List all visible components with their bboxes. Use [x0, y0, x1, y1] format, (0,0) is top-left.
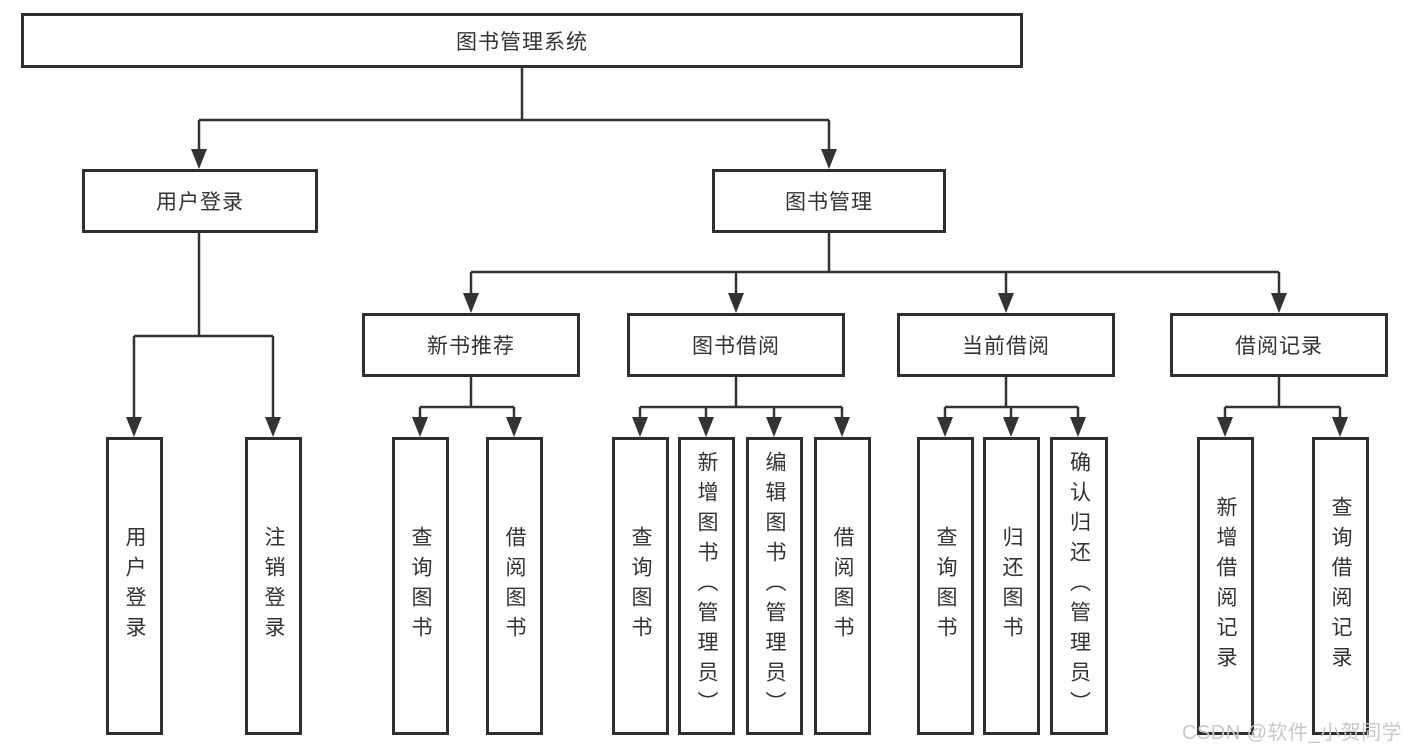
leaf-query-borrowing-record: 查询借阅记录 — [1312, 437, 1369, 735]
node-borrowing-records: 借阅记录 — [1170, 313, 1388, 377]
node-label: 查询图书 — [629, 526, 652, 646]
node-label: 归还图书 — [1000, 526, 1023, 646]
node-book-borrowing: 图书借阅 — [627, 313, 845, 377]
node-new-book-recommendation: 新书推荐 — [362, 313, 580, 377]
leaf-return-books: 归还图书 — [983, 437, 1040, 735]
node-label: 图书借阅 — [692, 335, 780, 358]
leaf-edit-book-admin: 编辑图书（管理员） — [746, 437, 803, 735]
leaf-add-borrowing-record: 新增借阅记录 — [1197, 437, 1254, 735]
node-user-login: 用户登录 — [82, 169, 318, 233]
node-label: 用户登录 — [156, 191, 244, 214]
leaf-add-book-admin: 新增图书（管理员） — [678, 437, 735, 735]
leaf-confirm-return-admin: 确认归还（管理员） — [1050, 437, 1108, 735]
node-label: 借阅图书 — [503, 526, 526, 646]
node-label: 注销登录 — [262, 526, 285, 646]
node-label: 图书管理系统 — [456, 30, 588, 54]
node-label: 借阅记录 — [1235, 335, 1323, 358]
leaf-query-books-recommend: 查询图书 — [392, 437, 449, 735]
leaf-user-login: 用户登录 — [106, 437, 163, 735]
node-label: 当前借阅 — [962, 335, 1050, 358]
leaf-borrow-books-recommend: 借阅图书 — [486, 437, 543, 735]
leaf-query-books-borrowing: 查询图书 — [612, 437, 669, 735]
node-label: 新增借阅记录 — [1214, 496, 1237, 676]
node-label: 用户登录 — [123, 526, 146, 646]
leaf-query-books-current: 查询图书 — [917, 437, 974, 735]
node-label: 新增图书（管理员） — [695, 451, 718, 721]
csdn-watermark: CSDN @软件_小贺同学 — [1182, 722, 1403, 744]
node-label: 借阅图书 — [831, 526, 854, 646]
node-book-management: 图书管理 — [712, 169, 946, 233]
node-label: 图书管理 — [785, 191, 873, 214]
node-label: 编辑图书（管理员） — [763, 451, 786, 721]
node-library-system: 图书管理系统 — [21, 13, 1023, 68]
node-current-borrowing: 当前借阅 — [897, 313, 1115, 377]
node-label: 新书推荐 — [427, 335, 515, 358]
node-label: 确认归还（管理员） — [1067, 451, 1091, 721]
leaf-borrow-books: 借阅图书 — [814, 437, 871, 735]
node-label: 查询图书 — [409, 526, 432, 646]
node-label: 查询借阅记录 — [1329, 496, 1352, 676]
node-label: 查询图书 — [934, 526, 957, 646]
leaf-logout: 注销登录 — [245, 437, 302, 735]
